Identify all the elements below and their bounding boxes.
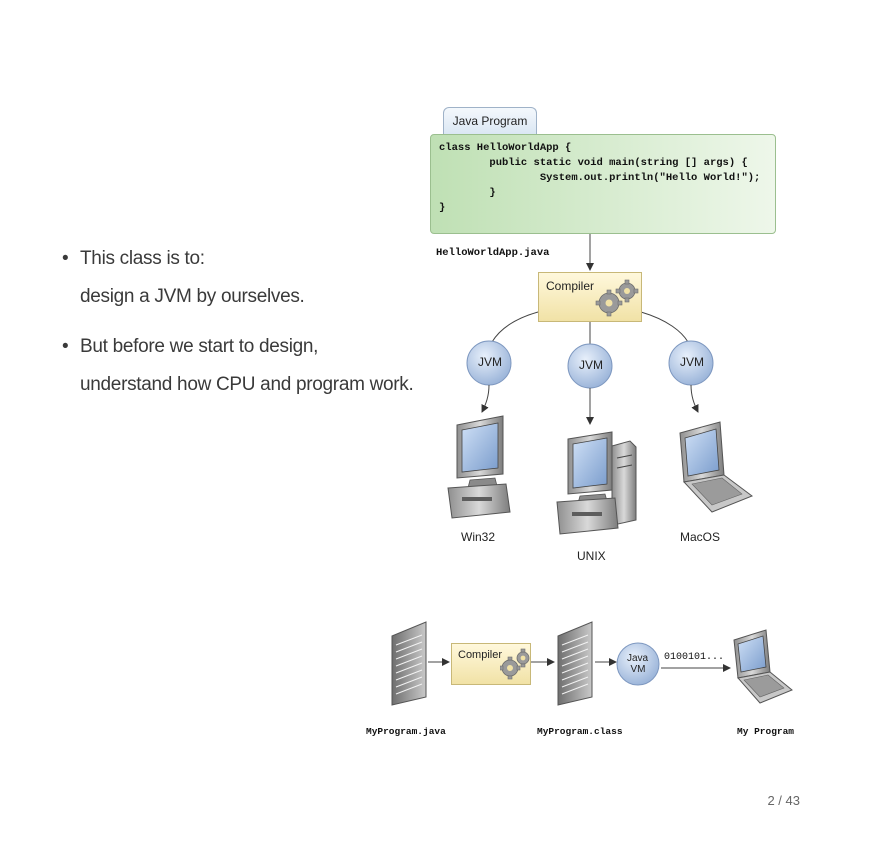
- win32-monitor-icon: [447, 415, 511, 519]
- bullet-2-line-2: understand how CPU and program work.: [80, 374, 414, 395]
- code-line-1: class HelloWorldApp {: [439, 142, 572, 154]
- bullet-2-line-1: But before we start to design,: [80, 336, 319, 357]
- source-document-icon: [391, 621, 427, 706]
- java-program-tab: Java Program: [443, 107, 537, 136]
- java-vm-label: Java VM: [627, 653, 649, 675]
- java-code-box: class HelloWorldApp { public static void…: [430, 134, 776, 234]
- bullet-dot: •: [62, 248, 69, 269]
- macos-laptop-icon: [679, 421, 754, 513]
- unix-workstation-icon: [556, 431, 637, 535]
- code-line-3: System.out.println("Hello World!");: [439, 172, 761, 184]
- class-file-label: MyProgram.class: [537, 726, 623, 737]
- branch-right: [640, 311, 689, 343]
- platform-label-macos: MacOS: [680, 530, 721, 544]
- hello-world-file-label: HelloWorldApp.java: [436, 247, 550, 259]
- bullet-item-1: • This class is to: design a JVM by ours…: [62, 240, 413, 316]
- code-line-5: }: [439, 202, 446, 214]
- jvm-label-right: JVM: [680, 355, 704, 369]
- compiler-label-top: Compiler: [546, 279, 595, 293]
- compiler-label-bottom: Compiler: [458, 649, 503, 661]
- platform-label-unix: UNIX: [577, 549, 606, 563]
- compiler-box-bottom: Compiler: [451, 643, 531, 685]
- platform-label-win32: Win32: [461, 530, 496, 544]
- java-vm-label-line-2: VM: [630, 664, 646, 675]
- bullet-item-2: • But before we start to design, underst…: [62, 328, 414, 404]
- arrow-jvm-to-macos: [690, 384, 699, 413]
- code-line-2: public static void main(string [] args) …: [439, 157, 748, 169]
- branch-left: [491, 311, 539, 343]
- source-file-label: MyProgram.java: [366, 726, 446, 737]
- code-line-4: }: [439, 187, 496, 199]
- jvm-label-left: JVM: [478, 355, 502, 369]
- java-vm-circle: [616, 642, 660, 686]
- gears-icon: [595, 279, 639, 317]
- java-vm-label-line-1: Java: [627, 653, 649, 664]
- my-program-label: My Program: [737, 726, 795, 737]
- arrow-jvm-to-win32: [481, 384, 490, 413]
- class-document-icon: [557, 621, 593, 706]
- bullet-1-line-2: design a JVM by ourselves.: [80, 286, 305, 307]
- jvm-label-middle: JVM: [579, 358, 603, 372]
- my-program-laptop-icon: [733, 629, 793, 704]
- bullet-dot: •: [62, 336, 69, 357]
- compiler-box-top: Compiler: [538, 272, 642, 322]
- binary-code-label: 0100101...: [664, 652, 725, 663]
- page-number: 2 / 43: [767, 793, 800, 808]
- gears-icon: [500, 648, 530, 680]
- bullet-list: • This class is to: design a JVM by ours…: [62, 240, 414, 416]
- bullet-1-line-1: This class is to:: [80, 248, 205, 269]
